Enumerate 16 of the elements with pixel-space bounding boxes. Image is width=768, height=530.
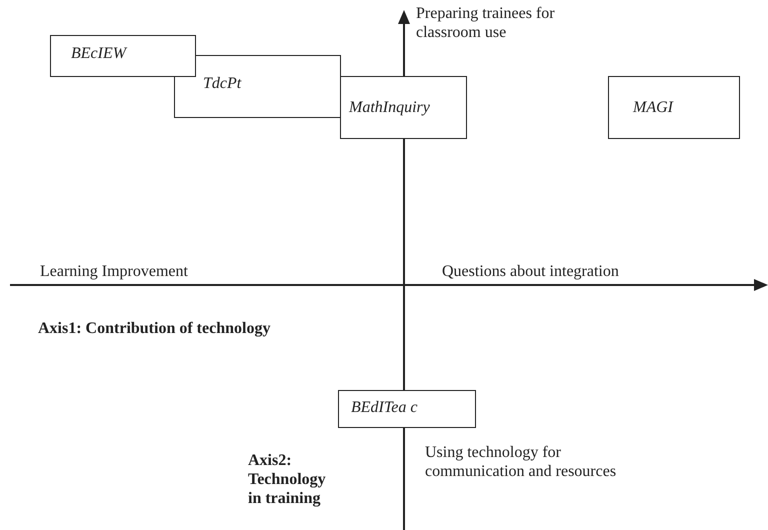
project-name: TdcPt bbox=[203, 75, 242, 93]
project-box bbox=[340, 76, 467, 139]
project-box bbox=[50, 35, 196, 77]
axis-label: Preparing trainees for classroom use bbox=[416, 4, 556, 42]
axis-label: Axis2: Technology in training bbox=[248, 451, 327, 508]
project-box bbox=[174, 55, 341, 118]
project-name: MathInquiry bbox=[349, 99, 430, 117]
project-box bbox=[338, 390, 476, 428]
project-name: MAGI bbox=[633, 99, 673, 117]
axis-label: Questions about integration bbox=[442, 262, 620, 281]
axis-label: Using technology for communication and resources bbox=[425, 443, 618, 481]
project-name: BEcIEW bbox=[71, 45, 126, 63]
axis-label: Learning Improvement bbox=[40, 262, 189, 281]
project-name: BEdITea c bbox=[351, 399, 418, 417]
axis-label: Axis1: Contribution of technology bbox=[38, 319, 272, 338]
project-box bbox=[608, 76, 740, 139]
